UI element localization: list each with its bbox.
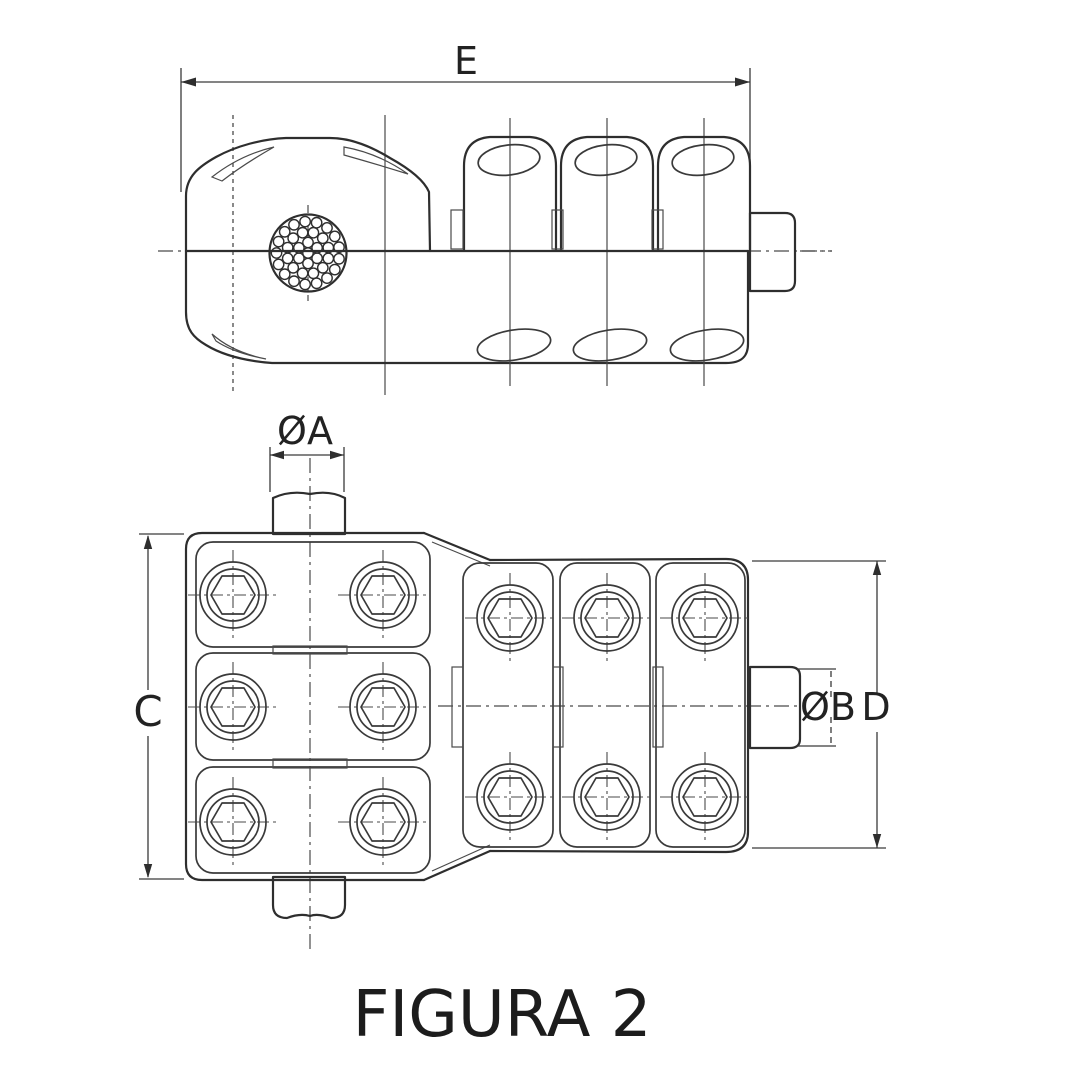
dimension-c: C	[133, 533, 184, 880]
left-block-outline	[184, 531, 426, 882]
cable-stub-bottom	[271, 875, 347, 920]
bolt	[464, 751, 556, 843]
bolt	[464, 572, 556, 664]
crescent-bottom-left	[211, 333, 267, 360]
bolt	[187, 549, 279, 641]
joint-hatch	[551, 209, 564, 250]
taper-top	[422, 531, 492, 562]
joint-hatch	[552, 666, 564, 748]
lower-body-outline	[184, 249, 750, 365]
bolt-tip	[669, 328, 745, 362]
stranded-cable-section	[268, 205, 348, 301]
dimension-phi-a: ØA	[269, 409, 345, 492]
joint-hatch	[652, 666, 664, 748]
joint-hatch	[651, 209, 664, 250]
clamp-bar	[655, 562, 746, 848]
bolt	[187, 776, 279, 868]
dim-label-d: D	[861, 685, 890, 729]
dim-label-c: C	[133, 687, 162, 736]
cable-hatch	[272, 645, 348, 655]
dim-label-phi-b: ØB	[800, 685, 856, 729]
crescent-top-left	[210, 146, 275, 182]
conductor-stub-side	[748, 211, 797, 293]
side-view: E	[158, 39, 832, 395]
taper-top-inner	[431, 541, 491, 567]
taper-bottom	[422, 849, 492, 882]
dim-label-phi-a: ØA	[277, 409, 333, 453]
clamp-bar	[195, 766, 431, 874]
cable-stub-top	[271, 491, 347, 536]
dimension-d: D	[752, 560, 891, 849]
bolt-tip	[476, 328, 552, 362]
bolt	[659, 572, 751, 664]
bolt-tip	[572, 328, 648, 362]
bolt	[659, 751, 751, 843]
dim-label-e: E	[454, 39, 478, 83]
bolt	[337, 776, 429, 868]
bolt	[561, 751, 653, 843]
plan-view: ØA	[133, 409, 891, 950]
dimension-phi-b: ØB	[797, 668, 856, 747]
joint-hatch	[450, 209, 464, 250]
cable-hatch	[272, 758, 348, 769]
clamp-bar	[559, 562, 651, 848]
bolt	[337, 661, 429, 753]
clamp-bar	[462, 562, 554, 848]
bolt	[337, 549, 429, 641]
right-block-outline	[488, 557, 750, 854]
taper-bottom-inner	[431, 844, 491, 872]
dimension-e: E	[180, 39, 751, 210]
bolt	[561, 572, 653, 664]
joint-hatch	[451, 666, 464, 748]
bolt	[187, 661, 279, 753]
crescent-top-right	[343, 146, 409, 175]
conductor-stub-plan	[748, 665, 802, 750]
figure-caption: FIGURA 2	[353, 978, 652, 1052]
upper-clamp-outline	[184, 136, 432, 253]
